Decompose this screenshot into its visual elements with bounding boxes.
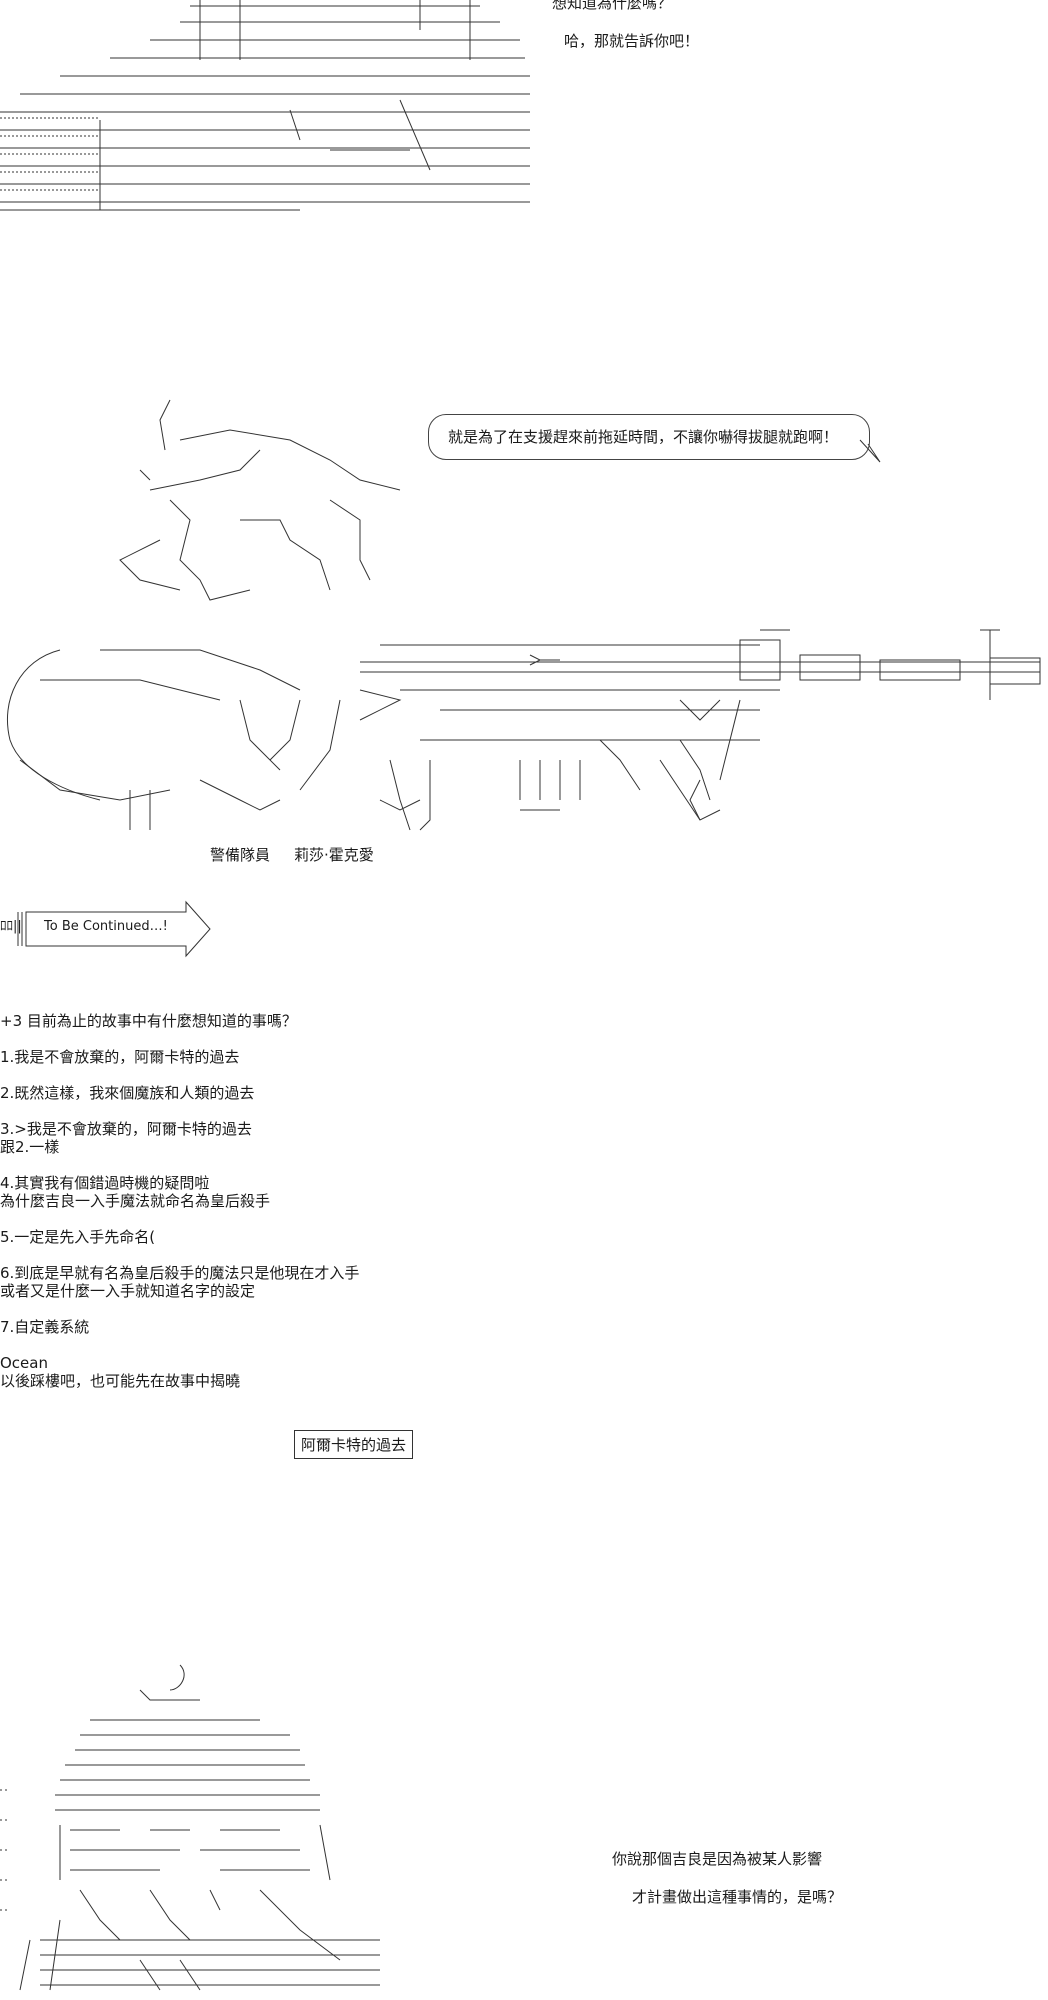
to-be-continued-text: To Be Continued…!: [44, 919, 168, 934]
bottom-dialogue-line-1: 你說那個吉良是因為被某人影響: [612, 1850, 823, 1868]
option-3-reply: 跟2.一樣: [0, 1138, 60, 1156]
continue-arrow-icon: [17, 900, 211, 958]
option-6: 6.到底是早就有名為皇后殺手的魔法只是他現在才入手: [0, 1264, 360, 1282]
option-2: 2.既然這樣，我來個魔族和人類的過去: [0, 1084, 255, 1102]
selected-choice-box: 阿爾卡特的過去: [294, 1430, 414, 1459]
top-dialogue-line-1: 想知道為什麼嗎？: [552, 0, 673, 12]
top-dialogue-line-2: 哈，那就告訴你吧！: [564, 32, 700, 50]
option-7: 7.自定義系統: [0, 1318, 90, 1336]
soldier-rifle-art: [6, 399, 1041, 831]
speech-bubble-text: 就是為了在支援趕來前拖延時間，不讓你嚇得拔腿就跑啊！: [448, 428, 839, 446]
bottom-character-art: [0, 1664, 380, 1991]
bottom-dialogue-line-2: 才計畫做出這種事情的，是嗎？: [632, 1888, 843, 1906]
option-4-detail: 為什麼吉良一入手魔法就命名為皇后殺手: [0, 1192, 271, 1210]
option-1: 1.我是不會放棄的，阿爾卡特的過去: [0, 1048, 240, 1066]
option-5: 5.一定是先入手先命名(: [0, 1228, 156, 1246]
option-author: Ocean: [0, 1354, 48, 1372]
speech-bubble: [428, 414, 870, 460]
option-author-note: 以後踩樓吧，也可能先在故事中揭曉: [0, 1372, 241, 1390]
top-art-block: [0, 0, 530, 211]
banner-prefix: ﾛﾛ||: [0, 919, 22, 934]
option-4: 4.其實我有個錯過時機的疑問啦: [0, 1174, 210, 1192]
character-role-caption: 警備隊員: [210, 846, 271, 864]
option-3: 3.>我是不會放棄的，阿爾卡特的過去: [0, 1120, 252, 1138]
option-6-detail: 或者又是什麼一入手就知道名字的設定: [0, 1282, 256, 1300]
character-name-caption: 莉莎·霍克愛: [294, 846, 374, 864]
options-header: +3 目前為止的故事中有什麼想知道的事嗎？: [0, 1012, 297, 1030]
